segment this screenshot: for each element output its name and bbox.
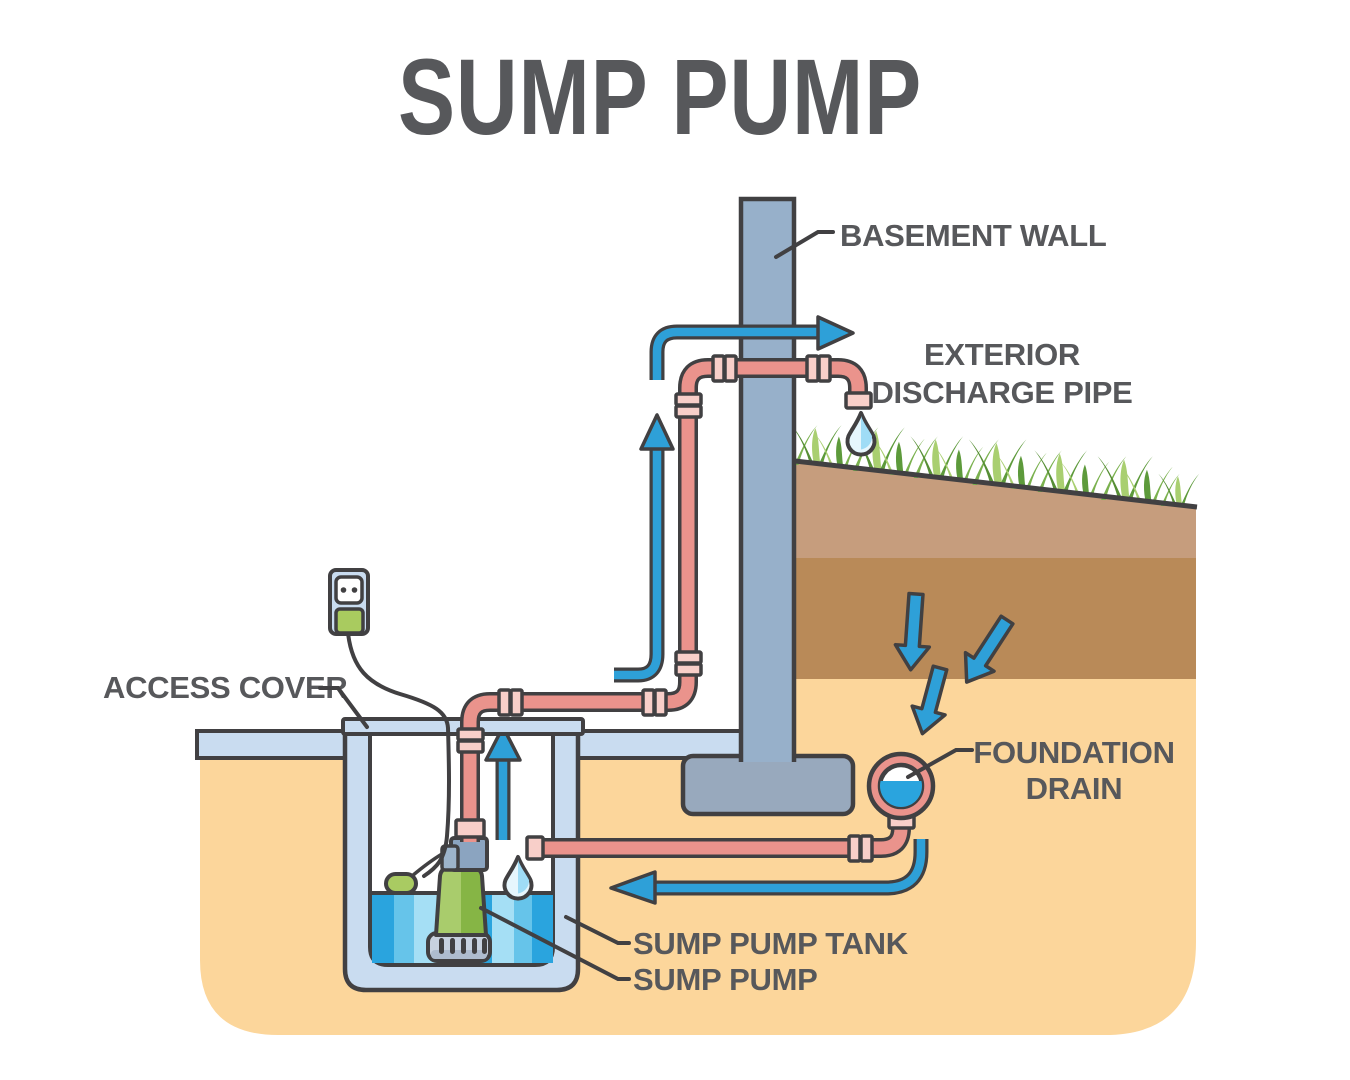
label-sump-pump-tank: SUMP PUMP TANK — [564, 915, 909, 961]
basement-wall — [738, 196, 797, 762]
tank-upflow-arrow — [484, 725, 522, 840]
svg-text:ACCESS COVER: ACCESS COVER — [103, 670, 347, 705]
soil-seep-arrows — [893, 591, 1015, 736]
leader-line — [906, 748, 974, 779]
subsoil-layer — [795, 558, 1196, 679]
power-outlet — [328, 568, 370, 636]
leader-line — [564, 915, 631, 945]
seep-arrow — [910, 664, 949, 736]
pipe-joints — [454, 354, 873, 839]
flow-arrow-riser — [614, 413, 675, 683]
leader-line — [318, 686, 369, 729]
svg-text:SUMP PUMP: SUMP PUMP — [633, 962, 817, 997]
float-switch — [384, 872, 418, 895]
flow-arrow-return — [609, 839, 929, 905]
svg-text:DISCHARGE PIPE: DISCHARGE PIPE — [871, 375, 1132, 410]
seep-arrow — [963, 614, 1015, 684]
foundation-drain — [866, 751, 936, 821]
leader-line — [774, 230, 835, 259]
outlet-plug — [334, 607, 365, 635]
wall-footing — [680, 753, 856, 817]
outlet-socket — [334, 575, 364, 605]
label-basement-wall: BASEMENT WALL — [774, 218, 1107, 259]
label-access-cover: ACCESS COVER — [103, 670, 369, 729]
topsoil-layer — [795, 461, 1196, 558]
label-exterior-discharge-pipe: EXTERIOR DISCHARGE PIPE — [871, 337, 1132, 410]
svg-text:FOUNDATION: FOUNDATION — [973, 735, 1174, 770]
drain-pipe — [525, 811, 916, 863]
pump-body-shade — [461, 868, 486, 935]
page-title: SUMP PUMP — [398, 36, 922, 157]
label-foundation-drain: FOUNDATION DRAIN — [906, 735, 1175, 806]
label-sump-pump: SUMP PUMP — [479, 906, 818, 997]
svg-text:SUMP PUMP TANK: SUMP PUMP TANK — [633, 926, 909, 961]
ground-line — [794, 458, 1198, 510]
svg-text:BASEMENT WALL: BASEMENT WALL — [840, 218, 1106, 253]
sump-pump-unit — [426, 836, 492, 963]
float-switch-wire — [410, 852, 444, 878]
svg-text:DRAIN: DRAIN — [1026, 771, 1123, 806]
discharge-pipe — [454, 354, 877, 842]
drain-water — [880, 781, 923, 807]
pump-intake-slots — [439, 938, 487, 954]
power-cord — [346, 631, 451, 878]
drain-pipe-joints — [525, 811, 916, 863]
leader-line — [479, 906, 631, 981]
flow-arrow-through-wall — [649, 315, 855, 380]
water-droplet-outlet — [845, 411, 877, 457]
svg-text:EXTERIOR: EXTERIOR — [924, 337, 1080, 372]
seep-arrow — [893, 591, 932, 672]
